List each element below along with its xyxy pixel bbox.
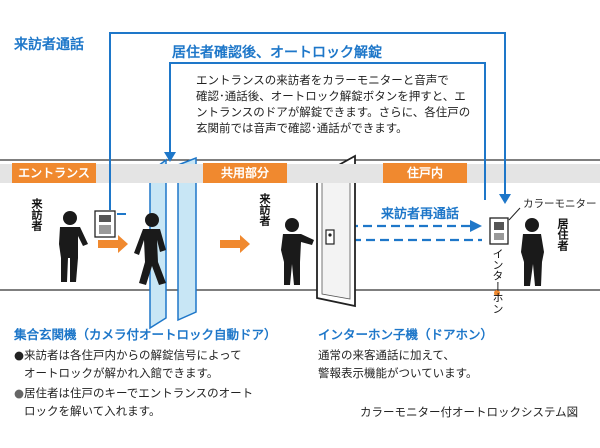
description-line: ントランスのドアが解錠できます。さらに、各住戸の	[196, 105, 471, 119]
description-line: エントランスの来訪者をカラーモニターと音声で	[196, 73, 449, 87]
resident-figure	[521, 218, 544, 286]
visitor-label-2: 来訪者	[258, 193, 271, 226]
intercom-label: インターホン	[491, 248, 504, 314]
entrance-door-caption: 集合玄関機（カメラ付オートロック自動ドア） ●来訪者は各住戸内からの解錠信号によ…	[14, 324, 277, 420]
door-phone-caption-line: 警報表示機能がついています。	[318, 366, 478, 380]
bullet-text: 来訪者は各住戸内からの解錠信号によって	[24, 348, 242, 362]
entrance-door-bullet-1: ●来訪者は各住戸内からの解錠信号によって オートロックが解かれ入館できます。	[14, 346, 277, 382]
resident-label: 居住者	[556, 218, 569, 251]
figure-title: カラーモニター付オートロックシステム図	[360, 405, 579, 419]
unlock-label: 居住者確認後、オートロック解錠	[172, 45, 382, 61]
color-monitor-unit	[489, 217, 509, 245]
color-monitor-leader	[508, 207, 521, 221]
bullet-filled-icon: ●	[14, 386, 25, 400]
door-phone-unit	[325, 229, 335, 245]
zone-tag-dwelling: 住戸内	[383, 163, 467, 183]
color-monitor-buttons	[494, 233, 504, 240]
color-monitor-screen	[494, 222, 504, 230]
visitor-call-line	[109, 32, 506, 210]
entrance-panel-keypad	[99, 225, 111, 234]
description-block: エントランスの来訪者をカラーモニターと音声で 確認･通話後、オートロック解錠ボタ…	[196, 72, 470, 136]
auto-door-right	[177, 156, 197, 322]
bullet-text: オートロックが解かれ入館できます。	[24, 366, 219, 380]
door-phone-caption-title: インターホン子機（ドアホン）	[318, 327, 494, 342]
walk-arrow-2	[220, 235, 250, 253]
door-phone-camera	[328, 233, 332, 237]
recall-arrowhead-right	[470, 220, 482, 232]
visitor-call-arrowhead	[499, 194, 511, 204]
bullet-text: 居住者は住戸のキーでエントランスのオート	[24, 386, 254, 400]
zone-tag-common: 共用部分	[203, 163, 287, 183]
entrance-door-caption-title: 集合玄関機（カメラ付オートロック自動ドア）	[14, 327, 277, 342]
door-phone-caption-line: 通常の来客通話に加えて、	[318, 348, 455, 362]
door-phone-caption: インターホン子機（ドアホン） 通常の来客通話に加えて、 警報表示機能がついていま…	[318, 324, 493, 382]
zone-tag-entrance: エントランス	[12, 163, 96, 183]
intercom-dot	[494, 290, 500, 296]
description-line: 確認･通話後、オートロック解錠ボタンを押すと、エ	[196, 89, 466, 103]
bullet-text: ロックを解いて入れます。	[24, 404, 161, 418]
visitor-label-1: 来訪者	[30, 198, 43, 231]
visitor-figure-2	[281, 218, 314, 285]
color-monitor-label: カラーモニター	[523, 198, 597, 210]
entrance-panel-screen	[99, 215, 111, 222]
walk-arrow-1	[98, 235, 128, 253]
bullet-filled-icon: ●	[14, 348, 25, 362]
recall-label: 来訪者再通話	[381, 207, 460, 222]
unlock-line	[169, 62, 486, 200]
description-line: 玄関前では音声で確認･通話ができます。	[196, 121, 408, 135]
visitor-figure-1	[59, 211, 88, 282]
unlock-arrowhead	[164, 152, 176, 162]
entrance-door-bullet-2: ●居住者は住戸のキーでエントランスのオート ロックを解いて入れます。	[14, 384, 277, 420]
visitor-call-label: 来訪者通話	[14, 37, 84, 53]
walking-figure	[134, 213, 166, 285]
